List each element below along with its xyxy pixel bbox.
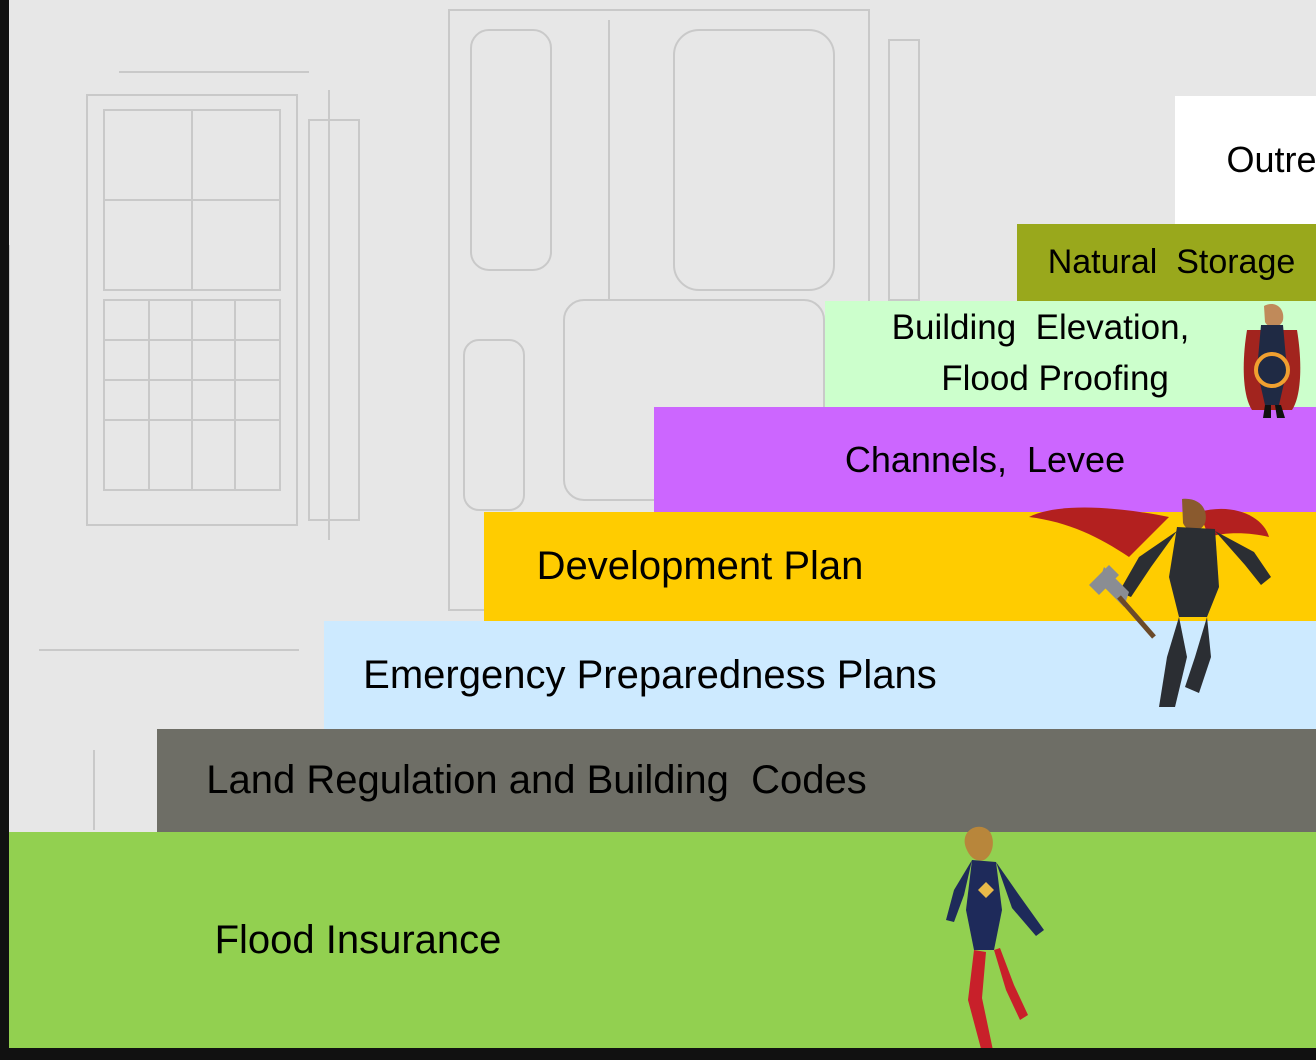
tier-label: Flood Insurance [214,917,502,962]
tier-outreach: Outreac [1175,96,1316,224]
diagram-canvas: Flood Insurance Land Regulation and Build… [9,0,1316,1048]
tier-channels-levee: Channels, Levee [654,407,1316,512]
blueprint-background [9,9,920,830]
tier-flood-insurance: Flood Insurance [9,832,1316,1048]
captain-marvel-figure [946,826,1044,1048]
tier-label: Channels, Levee [844,438,1126,480]
tier-natural-storage: Natural Storage [1017,224,1316,301]
thor-figure [1029,498,1271,707]
tier-label: Building Elevation, Flood Proofing [891,308,1190,398]
doctor-strange-figure [1243,303,1301,418]
tier-label: Emergency Preparedness Plans [363,652,937,697]
tier-label: Outreac [1226,139,1316,180]
tier-label: Land Regulation and Building Codes [206,758,867,802]
tier-building-elevation: Building Elevation, Flood Proofing [825,301,1316,407]
tier-emergency-plans: Emergency Preparedness Plans [324,621,1316,729]
tier-label: Natural Storage [1047,243,1296,281]
tier-land-regulation: Land Regulation and Building Codes [157,729,1316,832]
tier-label: Development Plan [536,544,864,588]
